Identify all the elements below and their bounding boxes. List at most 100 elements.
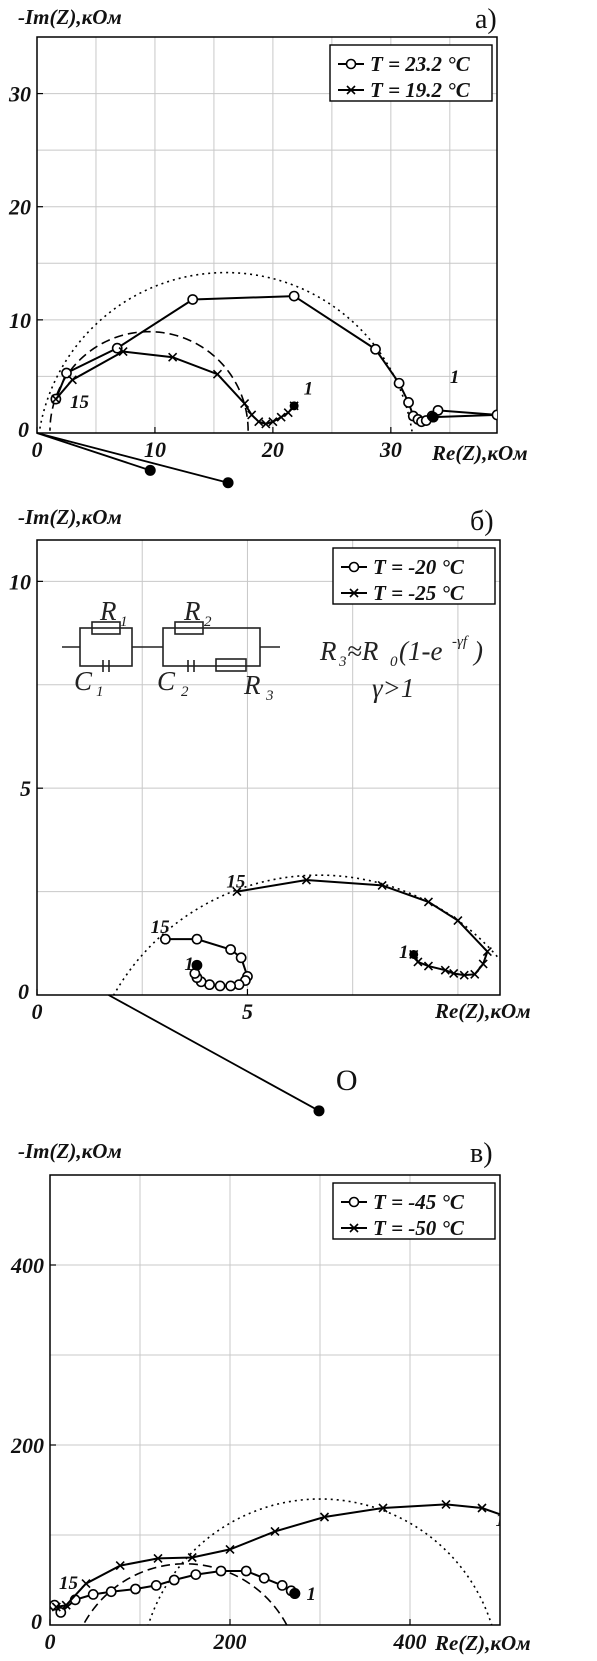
x-axis-label: Re(Z),кОм: [434, 1631, 531, 1655]
data-point: [247, 410, 257, 420]
data-point: [301, 875, 311, 885]
point-annotation: 15: [151, 917, 171, 938]
formula-part: R: [319, 636, 337, 666]
data-point: [477, 1503, 487, 1513]
data-point: [240, 1565, 252, 1577]
data-point: [319, 1512, 330, 1522]
series-2: [51, 346, 299, 429]
data-point: [190, 1569, 202, 1580]
start-point: [192, 960, 202, 970]
data-point: [159, 933, 171, 945]
resistor-r2: [174, 621, 204, 635]
data-point: [559, 1528, 567, 1536]
panel-label: а): [475, 4, 497, 35]
series-line: [236, 879, 489, 977]
legend-entry: T = -45 °C: [373, 1190, 465, 1214]
legend: T = 23.2 °CT = 19.2 °C: [329, 44, 493, 102]
legend-marker: [346, 85, 356, 95]
data-point: [276, 412, 286, 422]
data-point: [235, 952, 247, 964]
data-point: [215, 1565, 227, 1577]
x-tick-label: 0: [45, 1629, 56, 1654]
y-tick-label: 400: [10, 1253, 44, 1278]
data-point: [118, 346, 128, 357]
legend-entry: T = -20 °C: [373, 555, 465, 579]
point-annotation: 1: [399, 942, 409, 963]
grid: [37, 540, 500, 995]
data-point: [423, 961, 434, 971]
circuit-label-sub: 1: [96, 684, 104, 700]
data-point: [150, 1580, 162, 1591]
series-line: [54, 295, 497, 423]
data-point: [586, 1529, 594, 1537]
circuit-label-sub: 2: [204, 614, 212, 630]
grid: [50, 1174, 501, 1625]
data-point: [153, 1553, 163, 1563]
panel-label: б): [470, 506, 494, 537]
y-tick-label: 0: [18, 979, 29, 1004]
y-axis-label: -Im(Z),кОм: [18, 1139, 122, 1163]
data-point: [478, 959, 488, 969]
data-point: [105, 1586, 117, 1598]
data-point: [115, 1561, 125, 1571]
x-tick-label: 10: [144, 437, 166, 462]
point-annotation: O: [336, 1064, 358, 1097]
data-point: [67, 375, 77, 385]
circuit-label-sub: 2: [181, 684, 189, 700]
data-point: [514, 1517, 522, 1525]
plot-frame: [36, 539, 501, 996]
data-point: [378, 1503, 388, 1513]
x-axis-label: Re(Z),кОм: [431, 441, 528, 465]
y-axis-label: -Im(Z),кОм: [18, 505, 122, 529]
data-point: [81, 1579, 91, 1589]
data-point: [254, 417, 264, 427]
legend-marker: [345, 58, 357, 70]
formula-part: 0: [390, 654, 398, 670]
legend-entry: T = 23.2 °C: [370, 52, 471, 76]
x-tick-label: 200: [213, 1629, 247, 1654]
point-annotation: 1: [450, 367, 460, 388]
data-point: [214, 980, 226, 992]
formula-part: 3: [338, 654, 347, 670]
data-point: [377, 880, 387, 890]
legend-entry: T = 19.2 °C: [370, 78, 471, 102]
plot-frame: [49, 1174, 501, 1626]
point-annotation: 15: [226, 871, 246, 892]
data-point: [423, 897, 434, 907]
data-point: [413, 957, 423, 967]
series-2: [51, 1499, 594, 1612]
data-point: [61, 367, 72, 379]
x-tick-label: 0: [32, 999, 43, 1024]
data-point: [225, 944, 237, 955]
center-marker: [313, 1105, 325, 1117]
legend-entry: T = -50 °C: [373, 1216, 465, 1240]
data-point: [268, 417, 278, 427]
data-point: [449, 968, 459, 979]
data-point: [87, 1589, 99, 1600]
data-point: [453, 915, 463, 926]
fit-arc-dotted: [112, 874, 500, 995]
circuit-label: R: [99, 596, 117, 626]
legend-box: [332, 1182, 496, 1240]
data-point: [168, 1574, 180, 1586]
legend-marker: [348, 561, 360, 573]
series-2: [232, 875, 492, 980]
formula-part: -γf: [452, 634, 469, 650]
y-tick-label: 10: [9, 308, 31, 333]
point-annotation: 1: [307, 1584, 317, 1605]
data-point: [441, 1499, 451, 1509]
resistor-r1: [91, 621, 121, 635]
x-tick-label: 5: [242, 999, 253, 1024]
data-point: [240, 399, 250, 409]
data-point: [258, 1572, 270, 1584]
legend-marker: [348, 1196, 360, 1208]
formula-part: (1-e: [399, 636, 442, 666]
legend-box: [329, 44, 493, 102]
point-annotation: 15: [70, 392, 90, 413]
data-point: [276, 1580, 288, 1591]
